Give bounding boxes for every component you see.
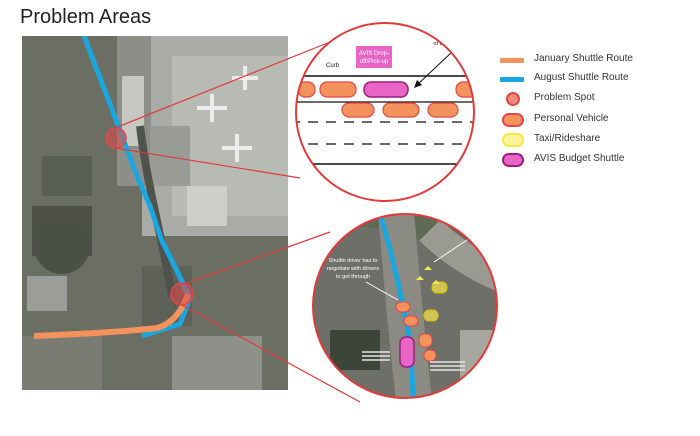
- legend-label: Personal Vehicle: [534, 113, 609, 124]
- legend-item-problem-spot: Problem Spot: [500, 91, 690, 109]
- personal-vehicle: [403, 315, 419, 327]
- personal-vehicle: [427, 102, 459, 118]
- legend-item-august-route: August Shuttle Route: [500, 71, 690, 89]
- personal-vehicle: [423, 349, 437, 362]
- personal-vehicle: [382, 102, 420, 118]
- problem-spot-swatch: [506, 92, 520, 106]
- legend-item-taxi: Taxi/Rideshare: [500, 132, 690, 150]
- driver-note-line2: negotiate with drivers: [327, 266, 379, 272]
- connector-line: [181, 231, 331, 286]
- january-route-swatch: [500, 58, 524, 63]
- avis-shuttle: [399, 336, 415, 368]
- personal-vehicle: [418, 333, 433, 348]
- avis-label-line2: off/Pick-up: [360, 59, 389, 65]
- legend-label: Taxi/Rideshare: [534, 133, 601, 144]
- personal-vehicle: [341, 102, 375, 118]
- personal-vehicle-swatch: [502, 113, 524, 127]
- bottom-callout-ring: [312, 213, 498, 399]
- august-route-swatch: [500, 77, 524, 82]
- legend-item-avis-shuttle: AVIS Budget Shuttle: [500, 152, 690, 170]
- connector-line: [181, 304, 361, 403]
- taxi-vehicle: [423, 309, 439, 322]
- top-note-line2: of traffic, driver had to reverse to exi…: [433, 41, 523, 47]
- connector-line: [114, 41, 331, 129]
- legend-label: August Shuttle Route: [534, 72, 629, 83]
- connector-line: [114, 147, 301, 179]
- avis-label-box: [356, 46, 392, 68]
- avis-label-line1: AVIS Drop-: [359, 51, 389, 57]
- top-note-line1: Shuttle blocked in by outer lanes: [438, 34, 518, 40]
- legend-item-january-route: January Shuttle Route: [500, 52, 690, 70]
- curb-label: Curb: [326, 63, 340, 69]
- avis-shuttle-swatch: [502, 153, 524, 167]
- top-callout-diagram: AVIS Drop- off/Pick-up Curb Shuttle bloc…: [296, 23, 523, 201]
- legend-label: AVIS Budget Shuttle: [534, 153, 625, 164]
- legend-label: Problem Spot: [534, 92, 595, 103]
- taxi-swatch: [502, 133, 524, 147]
- aerial-map: [22, 36, 288, 390]
- personal-vehicle: [319, 81, 357, 98]
- personal-vehicle: [395, 301, 411, 313]
- legend-label: January Shuttle Route: [534, 53, 633, 64]
- august-route-path: [374, 214, 417, 398]
- legend-item-personal-vehicle: Personal Vehicle: [500, 112, 690, 130]
- january-route-path: [33, 292, 191, 339]
- avis-shuttle: [363, 81, 409, 98]
- note-arrow: [417, 51, 453, 85]
- personal-vehicle: [455, 81, 474, 98]
- top-callout-ring: [295, 22, 475, 202]
- driver-note-line3: to get through: [336, 274, 370, 280]
- driver-note-arrow: [365, 281, 399, 301]
- merge-label: Merging conflict: [463, 229, 502, 235]
- driver-note-line1: Shuttle driver has to: [329, 258, 378, 264]
- page-title: Problem Areas: [20, 6, 152, 28]
- merge-arrow: [433, 237, 471, 263]
- august-route-path: [81, 36, 193, 339]
- bottom-callout-diagram: Merging conflict Shuttle driver has to n…: [313, 214, 502, 398]
- taxi-vehicle: [431, 281, 448, 294]
